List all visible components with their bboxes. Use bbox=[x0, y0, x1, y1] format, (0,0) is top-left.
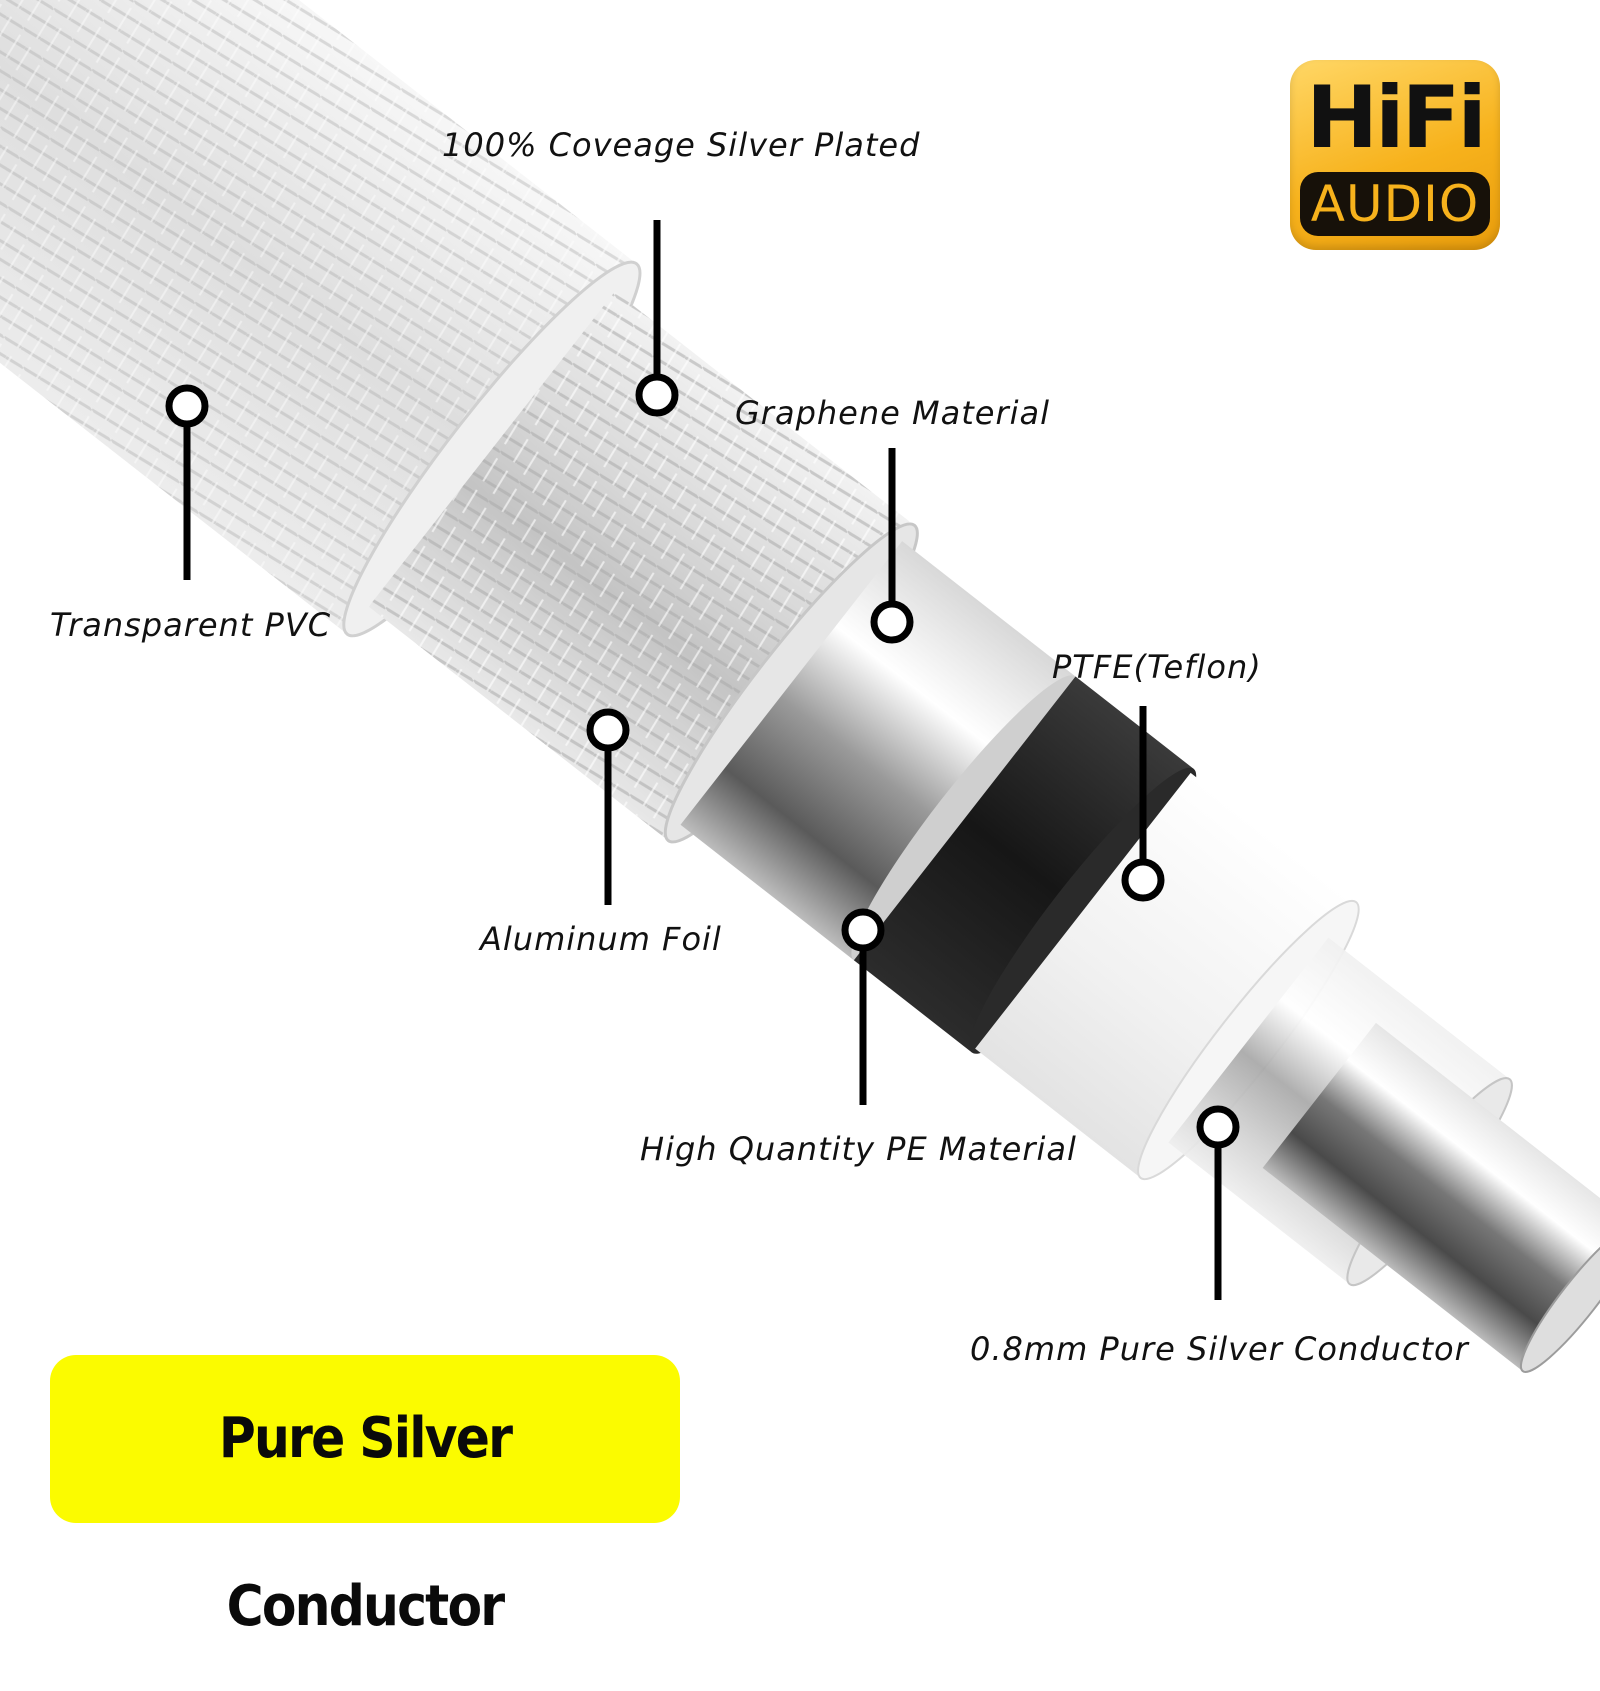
callout-aluminum-marker bbox=[586, 708, 630, 905]
callout-pvc-marker bbox=[165, 384, 209, 580]
label-silver-plated: 100% Coveage Silver Plated bbox=[442, 126, 921, 164]
callout-graphene-marker bbox=[870, 448, 914, 644]
callout-pe-marker bbox=[841, 908, 885, 1105]
cable-body bbox=[0, 0, 1600, 1373]
callout-ptfe-marker bbox=[1121, 706, 1165, 902]
silver-conductor bbox=[1262, 1022, 1600, 1373]
callout-silver-plated-marker bbox=[635, 220, 679, 417]
label-pe: High Quantity PE Material bbox=[640, 1130, 1077, 1168]
label-ptfe: PTFE(Teflon) bbox=[1052, 648, 1262, 686]
badge-audio-text: AUDIO bbox=[1310, 175, 1480, 233]
banner-text: Pure Silver Conductor bbox=[218, 1406, 513, 1639]
badge-hifi-text: HiFi bbox=[1306, 68, 1487, 168]
pure-silver-banner: Pure Silver Conductor bbox=[50, 1355, 680, 1639]
label-conductor: 0.8mm Pure Silver Conductor bbox=[970, 1330, 1469, 1368]
label-pvc: Transparent PVC bbox=[50, 606, 332, 644]
badge-audio-plate: AUDIO bbox=[1300, 172, 1490, 236]
label-graphene: Graphene Material bbox=[735, 394, 1050, 432]
label-aluminum: Aluminum Foil bbox=[480, 920, 722, 958]
cable-cross-section-diagram bbox=[0, 0, 1600, 1373]
hifi-audio-badge: HiFi AUDIO bbox=[1290, 60, 1500, 250]
callout-conductor-marker bbox=[1196, 1105, 1240, 1300]
